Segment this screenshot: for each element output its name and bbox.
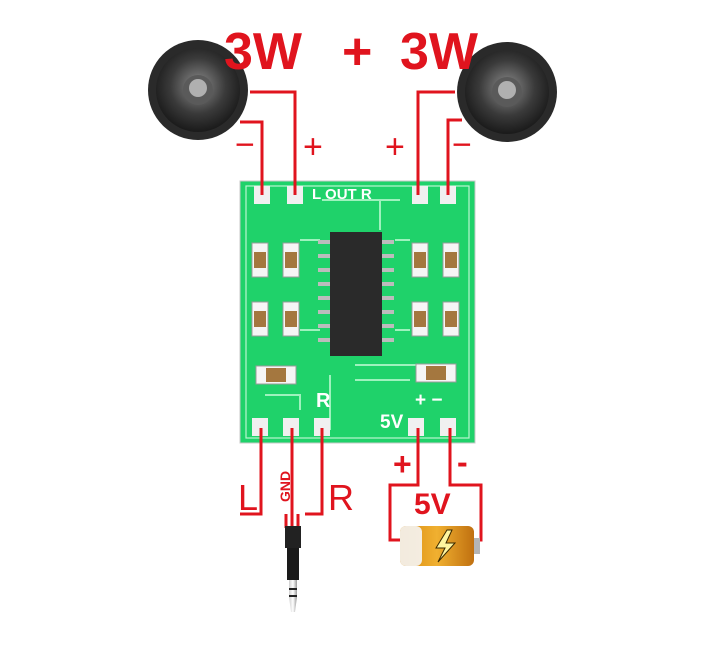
- right-speaker-plus: +: [385, 128, 405, 166]
- silkscreen-plus-minus-label: + −: [415, 390, 443, 411]
- silkscreen-r-label: R: [316, 390, 331, 412]
- battery-voltage-label: 5V: [414, 488, 451, 521]
- audio-left-label: L: [238, 477, 259, 518]
- left-speaker: [148, 40, 248, 140]
- audio-gnd-label: GND: [277, 470, 293, 502]
- battery: [400, 526, 480, 566]
- power-plus-label: +: [342, 23, 373, 81]
- audio-right-label: R: [328, 477, 354, 518]
- pcb-board: [239, 180, 476, 444]
- left-speaker-plus: +: [303, 128, 323, 166]
- silkscreen-out-label: L OUT R: [312, 186, 372, 203]
- silkscreen-5v-label: 5V: [380, 412, 404, 433]
- left-power-label: 3W: [224, 23, 302, 81]
- amplifier-chip: [318, 232, 394, 356]
- battery-plus-label: +: [393, 446, 412, 482]
- smd-components: [251, 242, 460, 385]
- right-speaker-minus: −: [452, 126, 472, 164]
- right-power-label: 3W: [400, 23, 478, 81]
- audio-jack: [285, 526, 301, 612]
- right-speaker: [457, 42, 557, 142]
- battery-minus-label: -: [457, 444, 468, 480]
- left-speaker-minus: −: [235, 126, 255, 164]
